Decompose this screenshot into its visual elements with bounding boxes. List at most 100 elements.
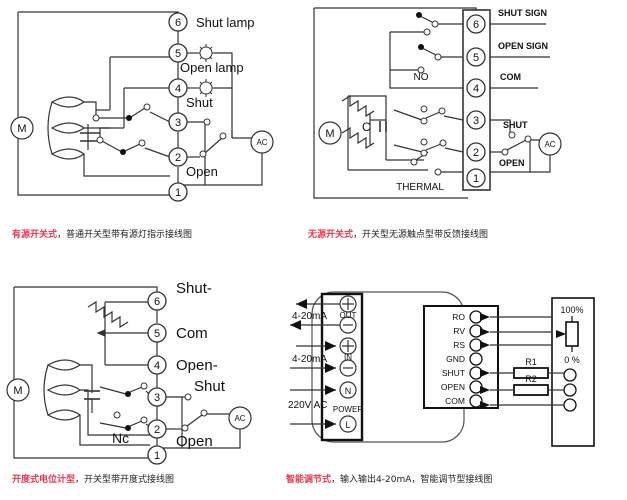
terminal-out-minus[interactable] bbox=[339, 316, 357, 334]
terminal-in-plus[interactable] bbox=[339, 337, 357, 355]
caption-diagram-2: 无源开关式，开关型无源触点型带反馈接线图 bbox=[308, 227, 488, 240]
feedback-terminal-1[interactable] bbox=[563, 368, 577, 382]
wire-ac3-bottom bbox=[181, 397, 241, 449]
contact-open bbox=[438, 107, 446, 115]
terminal-3-number: 3 bbox=[175, 117, 181, 129]
board-terminal-open[interactable]: OPEN bbox=[441, 380, 483, 394]
arrow-ro bbox=[480, 313, 490, 321]
terminal-power-l[interactable]: L bbox=[339, 415, 357, 433]
ac-source-symbol bbox=[250, 130, 274, 154]
open-lamp-icon bbox=[197, 44, 215, 62]
board-terminal-rs-label: RS bbox=[453, 340, 465, 350]
board-terminal-shut[interactable]: SHUT bbox=[442, 366, 483, 380]
outer-wire-left bbox=[17, 12, 170, 196]
terminal-5[interactable]: 5 Open lamp bbox=[168, 43, 244, 75]
terminal-5-number: 5 bbox=[473, 52, 479, 64]
terminal-3[interactable]: 3 bbox=[168, 112, 188, 132]
terminal-5-label: Open lamp bbox=[180, 60, 244, 75]
pot-zigzag bbox=[87, 300, 129, 329]
winding-zig-a bbox=[341, 94, 375, 118]
potentiometer-slider[interactable] bbox=[565, 321, 579, 347]
feedback-terminal-3[interactable] bbox=[563, 398, 577, 412]
sw2-line bbox=[393, 144, 423, 153]
terminal-6-label: SHUT SIGN bbox=[498, 8, 547, 18]
board-terminal-com-label: COM bbox=[445, 396, 465, 406]
sw3-blade-3 bbox=[129, 386, 143, 393]
winding-1 bbox=[50, 96, 86, 108]
terminal-5-label: OPEN SIGN bbox=[498, 41, 548, 51]
arrow-out-plus bbox=[296, 299, 307, 309]
terminal-out-plus[interactable] bbox=[339, 295, 357, 313]
out-3 bbox=[490, 119, 511, 133]
winding-3 bbox=[50, 148, 86, 160]
terminal-1[interactable]: 1 bbox=[147, 445, 167, 465]
ac-source-label-3: AC bbox=[234, 414, 245, 423]
winding-3 bbox=[46, 409, 82, 421]
group-label-power: POWER bbox=[333, 405, 363, 414]
winding-1 bbox=[46, 359, 82, 371]
resistor-r2 bbox=[513, 384, 549, 396]
scale-top-label: 100% bbox=[560, 305, 583, 315]
contact-lower-blade bbox=[124, 143, 141, 152]
terminal-2[interactable]: 2 bbox=[147, 419, 167, 439]
side-label-power: 220V AC bbox=[288, 400, 327, 411]
terminal-5-label: Com bbox=[176, 325, 208, 342]
terminal-1[interactable]: 1 bbox=[168, 182, 188, 202]
terminal-2[interactable]: 2 bbox=[466, 142, 486, 162]
terminal-block-2 bbox=[462, 9, 491, 191]
sw6-blade bbox=[419, 15, 433, 23]
terminal-5-number: 5 bbox=[154, 328, 160, 340]
terminal-2[interactable]: 2 Open bbox=[168, 147, 218, 179]
arrow-in-minus bbox=[325, 363, 336, 373]
terminal-4[interactable]: 4 Shut bbox=[168, 78, 213, 110]
sw3-blade bbox=[425, 111, 441, 119]
contact-open bbox=[439, 139, 447, 147]
arrow-power-n bbox=[325, 385, 336, 395]
diagram-passive-switch-type: M C AC NO THERMAL 6 SHUT SIGN 5 OPEN SIG… bbox=[298, 0, 627, 220]
terminal-4-label: Open- bbox=[176, 357, 218, 374]
diagram-3-svg: M AC Nc 6 Shut- 5 Com 4 Open- 3 Shut 2 O… bbox=[6, 280, 252, 465]
contact-upper-blade bbox=[130, 107, 146, 118]
contact-open bbox=[200, 409, 208, 417]
caption-1-keyword: 有源开关式 bbox=[12, 230, 58, 240]
contact-open bbox=[140, 416, 148, 424]
terminal-1-number: 1 bbox=[175, 187, 181, 199]
group-label-out: OUT bbox=[340, 311, 357, 320]
contact-dot bbox=[126, 115, 132, 121]
terminal-5[interactable]: 5 bbox=[147, 323, 167, 343]
terminal-in-minus[interactable] bbox=[339, 359, 357, 377]
right-blade-2 bbox=[506, 139, 527, 151]
terminal-6[interactable]: 6 Shut lamp bbox=[168, 12, 255, 32]
contact-open bbox=[138, 139, 146, 147]
terminal-6[interactable]: 6 bbox=[147, 291, 167, 311]
terminal-3[interactable]: 3 bbox=[147, 387, 167, 407]
contact-open bbox=[181, 424, 189, 432]
wire-contact3 bbox=[149, 111, 171, 123]
terminal-4[interactable]: 4 bbox=[147, 355, 167, 375]
terminal-3[interactable]: 3 bbox=[466, 110, 486, 130]
feedback-terminal-2[interactable] bbox=[563, 383, 577, 397]
arrow-out-minus bbox=[290, 320, 301, 330]
terminal-1-number: 1 bbox=[154, 450, 160, 462]
wire-lamp5-right bbox=[214, 52, 233, 138]
terminal-5[interactable]: 5 bbox=[466, 47, 486, 67]
wire-w1 bbox=[84, 101, 97, 110]
board-terminal-com[interactable]: COM bbox=[445, 394, 483, 408]
terminal-4[interactable]: 4 bbox=[466, 78, 486, 98]
board-terminal-open-label: OPEN bbox=[441, 382, 465, 392]
terminal-2-label: OPEN bbox=[499, 158, 525, 168]
board-terminal-gnd[interactable]: GND bbox=[446, 352, 483, 366]
caption-diagram-1: 有源开关式，普通开关型带有源灯指示接线图 bbox=[12, 227, 192, 240]
side-label-out-range: 4-20mA bbox=[292, 311, 327, 322]
contact-dot bbox=[125, 391, 131, 397]
terminal-1[interactable]: 1 bbox=[466, 168, 486, 188]
side-label-in-range: 4-20mA bbox=[292, 354, 327, 365]
terminal-1-number: 1 bbox=[473, 173, 479, 185]
arrow-rv bbox=[480, 328, 490, 336]
contact-dot bbox=[120, 149, 126, 155]
terminal-6[interactable]: 6 bbox=[466, 14, 486, 34]
contact-open bbox=[434, 168, 442, 176]
contact-lower-line bbox=[99, 139, 123, 153]
terminal-6-number: 6 bbox=[154, 296, 160, 308]
terminal-power-n[interactable]: N bbox=[339, 381, 357, 399]
